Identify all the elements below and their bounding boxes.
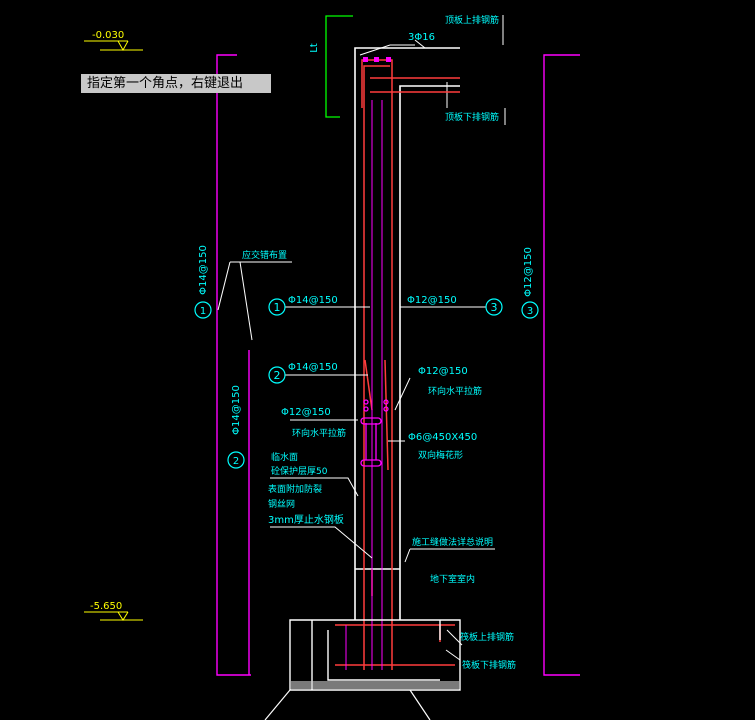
- lap-length-marker: [325, 15, 353, 118]
- bubble-1-left: [194, 301, 212, 319]
- dimension-lines: [216, 54, 580, 676]
- bubble-3-label: 3: [491, 301, 498, 314]
- bubble-2: [268, 366, 286, 384]
- foundation-hatch: [291, 681, 459, 689]
- foundation-slope: [264, 689, 431, 720]
- left-ring-spec: Φ12@150: [281, 407, 331, 418]
- lap-length-label: Lt: [309, 43, 320, 53]
- dim-left-lower: Φ14@150: [231, 385, 242, 435]
- callout-2: Φ14@150: [288, 362, 338, 373]
- dim-right: Φ12@150: [523, 247, 534, 297]
- wall-ties: [360, 399, 389, 467]
- command-prompt-tooltip: 指定第一个角点，右键退出: [81, 74, 271, 93]
- axis-bubbles: [194, 298, 539, 469]
- waterproof-1: 临水面: [271, 451, 298, 463]
- waterproof-4: 钢丝网: [268, 498, 295, 510]
- bubble-3: [485, 298, 503, 316]
- waterproof-2: 砼保护层厚50: [271, 465, 328, 477]
- top-bars-label: 3Φ16: [408, 32, 435, 43]
- roof-bottom-bars: 顶板下排钢筋: [445, 111, 499, 123]
- waterproof-3: 表面附加防裂: [268, 483, 322, 495]
- foundation: [289, 619, 461, 691]
- callout-3: Φ12@150: [407, 295, 457, 306]
- left-ring-name: 环向水平拉筋: [292, 427, 346, 439]
- wall-outline: [354, 47, 460, 620]
- bubble-2-label: 2: [274, 369, 281, 382]
- elevation-top: -0.030: [92, 30, 124, 41]
- dim-left-upper: Φ14@150: [198, 245, 209, 295]
- bubble-1: [268, 298, 286, 316]
- bubble-3-right-label: 3: [527, 306, 533, 317]
- slab-bottom-bars: 筏板下排钢筋: [462, 659, 516, 671]
- bubble-3-right: [521, 301, 539, 319]
- elevation-markers: [84, 40, 143, 621]
- tie-name: 双向梅花形: [418, 449, 463, 461]
- callout-1: Φ14@150: [288, 295, 338, 306]
- right-ring-name: 环向水平拉筋: [428, 385, 482, 397]
- leader-lines: [217, 44, 495, 661]
- basement-interior: 地下室室内: [430, 573, 475, 585]
- stagger-note: 应交错布置: [242, 249, 287, 261]
- tie-spec: Φ6@450X450: [408, 432, 477, 443]
- slab-top-bars: 筏板上排钢筋: [460, 631, 514, 643]
- construction-joint: 施工缝做法详总说明: [412, 536, 493, 548]
- bubble-1-label: 1: [274, 301, 281, 314]
- bubble-2-left: [227, 451, 245, 469]
- right-ring-spec: Φ12@150: [418, 366, 468, 377]
- bubble-2-left-label: 2: [233, 456, 239, 467]
- waterstop: 3mm厚止水钢板: [268, 513, 344, 526]
- roof-top-bars: 顶板上排钢筋: [445, 14, 499, 26]
- inner-lines: [345, 100, 383, 670]
- bubble-1-left-label: 1: [200, 306, 206, 317]
- elevation-bottom: -5.650: [90, 601, 122, 612]
- top-bar-dots: [363, 57, 391, 62]
